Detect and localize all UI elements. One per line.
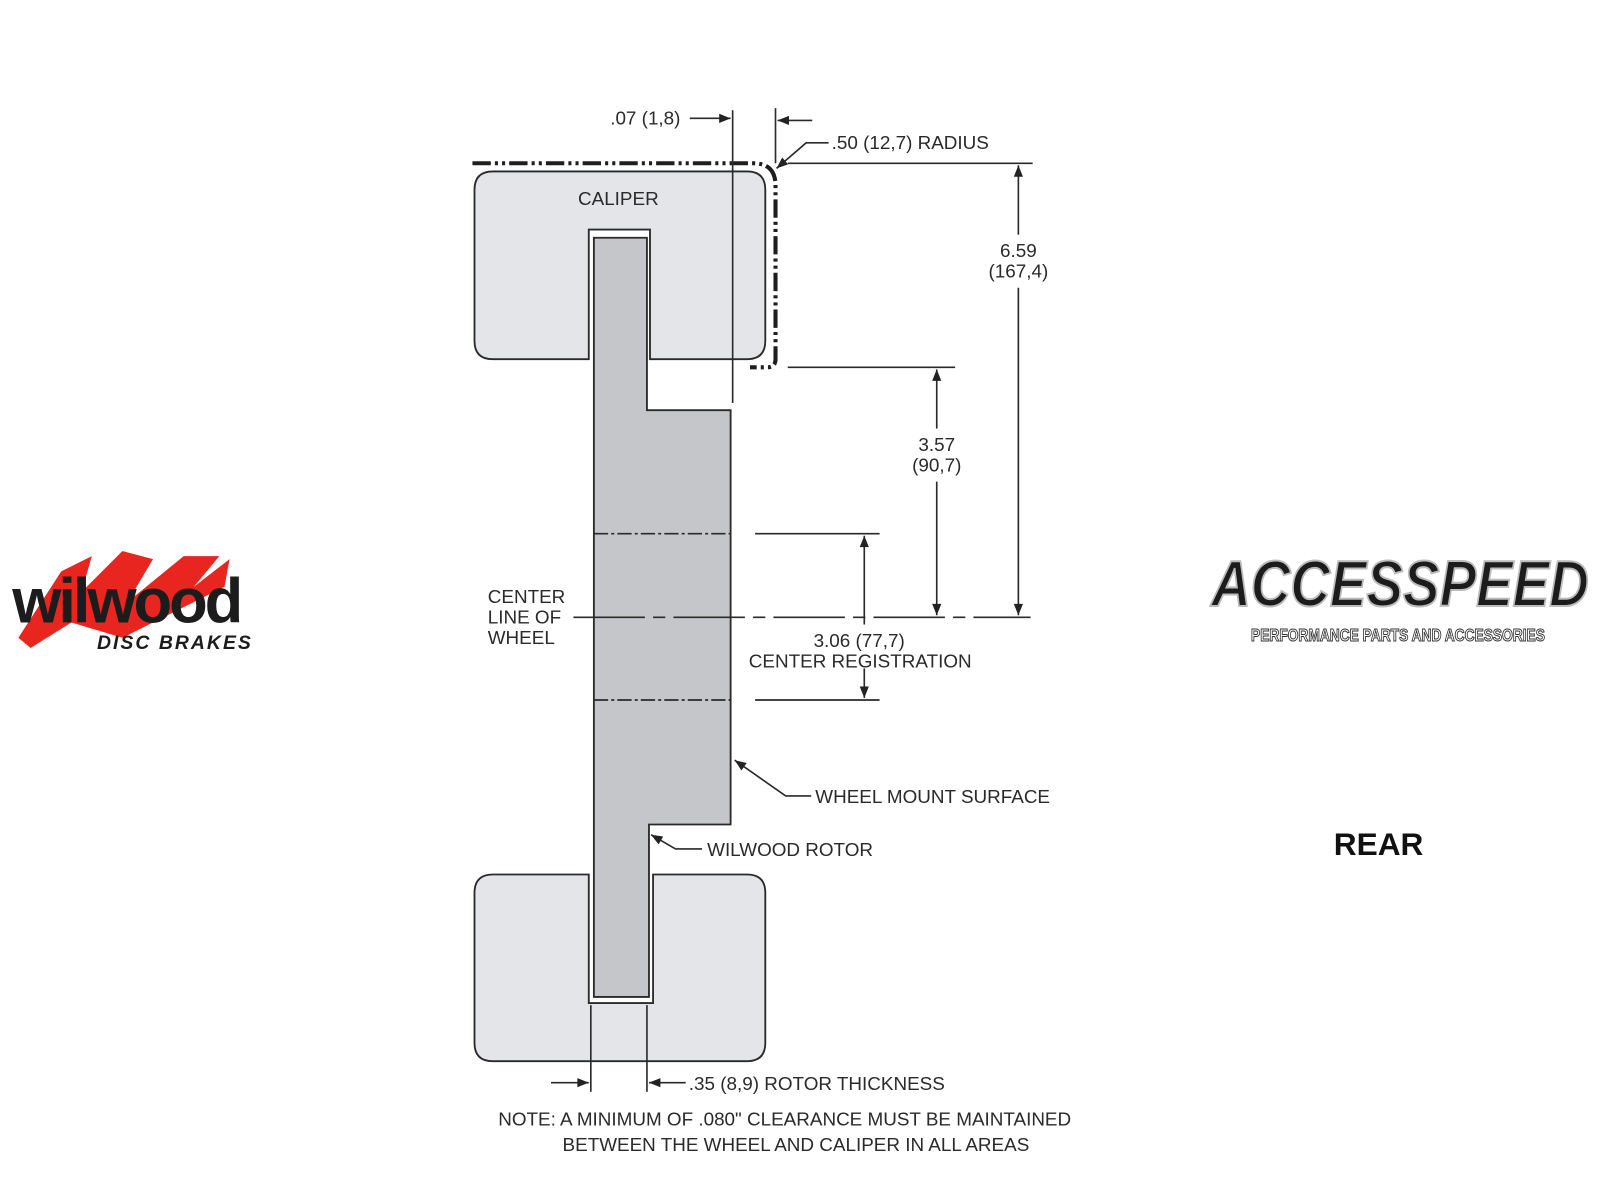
bottom-caliper (473, 873, 767, 1063)
wilwood-logo: wilwood DISC BRAKES (11, 551, 253, 654)
center-line-label-3: WHEEL (488, 627, 555, 648)
rotor-thickness-dimension: .35 (8,9) ROTOR THICKNESS (689, 1073, 945, 1094)
clearance-note-line-1: NOTE: A MINIMUM OF .080" CLEARANCE MUST … (498, 1109, 1071, 1130)
wilwood-tagline: DISC BRAKES (97, 632, 253, 654)
position-label: REAR (1334, 826, 1424, 862)
accesspeed-tagline: PERFORMANCE PARTS AND ACCESSORIES (1251, 625, 1545, 645)
height-dimension-mm: (167,4) (988, 261, 1048, 282)
center-dimension-mm: (90,7) (912, 454, 961, 475)
clearance-note-line-2: BETWEEN THE WHEEL AND CALIPER IN ALL ARE… (563, 1134, 1030, 1155)
registration-dimension: 3.06 (77,7) (814, 630, 905, 651)
accesspeed-wordmark: ACCESSPEED (1210, 547, 1589, 620)
wheel-mount-surface-label: WHEEL MOUNT SURFACE (815, 786, 1050, 807)
center-line-label-2: LINE OF (488, 606, 561, 627)
height-dimension-in: 6.59 (1000, 240, 1037, 261)
clearance-envelope (472, 161, 778, 370)
radius-dimension: .50 (12,7) RADIUS (832, 132, 989, 153)
registration-label: CENTER REGISTRATION (749, 650, 972, 671)
rotor-label: WILWOOD ROTOR (707, 839, 873, 860)
wilwood-wordmark: wilwood (11, 566, 240, 636)
center-dimension-in: 3.57 (918, 434, 955, 455)
offset-dimension: .07 (1,8) (610, 107, 680, 128)
center-line-label-1: CENTER (488, 586, 566, 607)
accesspeed-logo: ACCESSPEED PERFORMANCE PARTS AND ACCESSO… (1209, 546, 1590, 645)
caliper-label: CALIPER (578, 188, 659, 209)
top-caliper (473, 170, 767, 361)
